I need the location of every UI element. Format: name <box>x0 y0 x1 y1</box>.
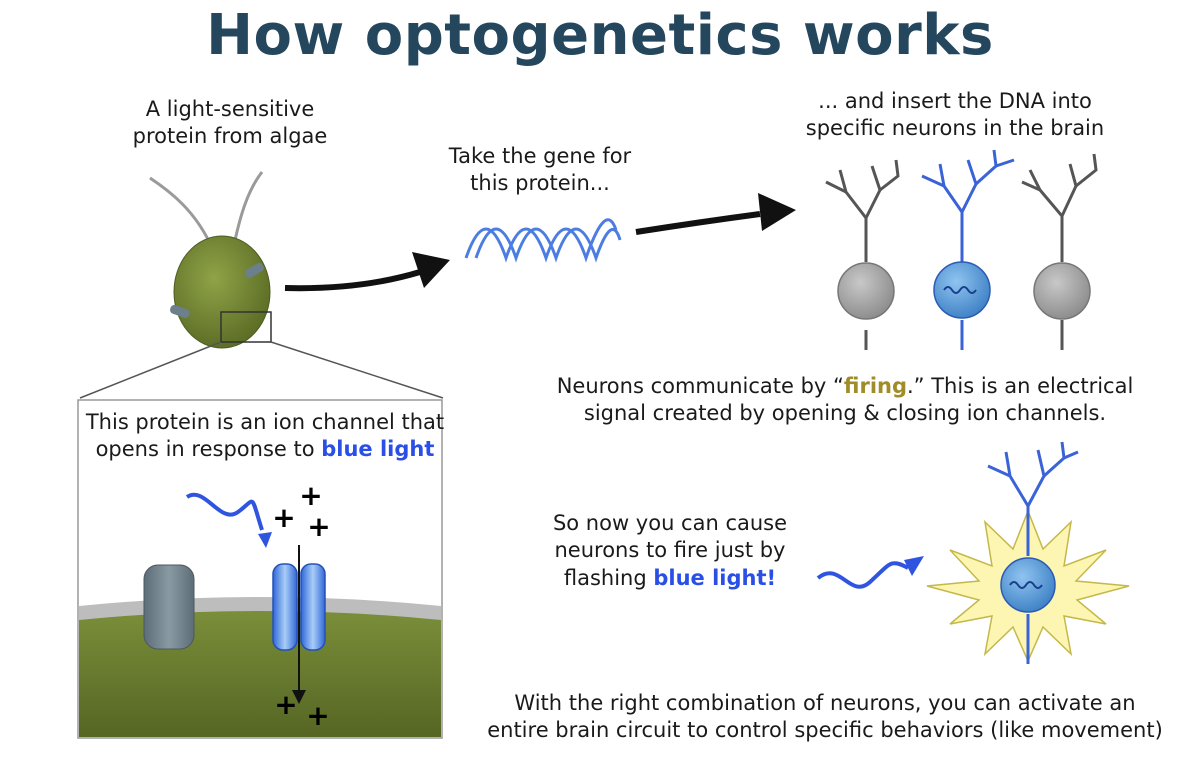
channel-caption-prefix: opens in response to <box>95 437 322 462</box>
light-wave-icon <box>185 492 264 531</box>
firing-highlight: firing <box>843 374 907 398</box>
channel-caption: This protein is an ion channel that open… <box>80 409 450 464</box>
insert-caption-line-2: specific neurons in the brain <box>805 116 1105 141</box>
light-wave-arrow-head <box>258 532 272 548</box>
neuron-icon-blue <box>921 149 1015 350</box>
neuron-icon-firing <box>987 441 1079 664</box>
zoom-box <box>220 311 272 343</box>
blue-light-highlight-inset: blue light <box>321 437 435 462</box>
channel-caption-line-1: This protein is an ion channel that <box>85 410 445 434</box>
flash-caption-line-1: So now you can cause <box>552 511 788 535</box>
zoom-line-left <box>79 341 222 399</box>
algae-caption-line-2: protein from algae <box>132 124 328 149</box>
gene-caption-line-2: this protein... <box>470 171 610 196</box>
flash-caption-prefix: flashing <box>563 565 654 590</box>
closed-channel-icon <box>143 564 195 650</box>
circuit-caption-line-1: With the right combination of neurons, y… <box>514 691 1136 715</box>
arrow-icon <box>284 252 450 292</box>
algae-caption-line-1: A light-sensitive <box>145 97 315 121</box>
algae-caption: A light-sensitive protein from algae <box>80 96 380 151</box>
algae-cell-icon <box>149 171 272 349</box>
flash-caption: So now you can cause neurons to fire jus… <box>540 510 800 592</box>
firing-caption: Neurons communicate by “firing.” This is… <box>515 373 1175 428</box>
neuron-icon-right <box>1021 153 1098 350</box>
insert-caption: ... and insert the DNA into specific neu… <box>780 88 1130 143</box>
blue-light-highlight: blue light! <box>653 565 777 590</box>
neuron-icon-left <box>825 159 900 350</box>
light-wave-icon-2 <box>816 556 924 589</box>
insert-caption-line-1: ... and insert the DNA into <box>818 89 1092 113</box>
ion-flow-arrow-head <box>292 690 306 704</box>
zoom-line-right <box>270 341 444 399</box>
circuit-caption-line-2: entire brain circuit to control specific… <box>487 718 1163 743</box>
ion-plus-3: + <box>307 510 330 543</box>
ion-channel-inset <box>77 399 443 739</box>
arrow-icon-2 <box>635 193 796 235</box>
ion-plus-2: + <box>272 501 295 534</box>
ion-plus-4: + <box>274 688 297 721</box>
dna-helix-icon <box>464 218 622 263</box>
firing-caption-suffix: .” This is an electrical <box>907 374 1134 398</box>
page-title: How optogenetics works <box>206 3 994 68</box>
circuit-caption: With the right combination of neurons, y… <box>450 690 1200 745</box>
firing-caption-prefix: Neurons communicate by “ <box>556 374 844 398</box>
ion-plus-5: + <box>306 699 329 732</box>
ion-channel-icon <box>272 563 326 651</box>
firing-caption-line-2: signal created by opening & closing ion … <box>583 401 1107 426</box>
flash-caption-line-3: flashing blue light! <box>540 565 800 592</box>
flash-caption-line-2: neurons to fire just by <box>554 538 786 563</box>
gene-caption-line-1: Take the gene for <box>448 144 632 168</box>
channel-caption-line-2: opens in response to blue light <box>80 436 450 463</box>
ion-plus-1: + <box>299 479 322 512</box>
firing-caption-line-1: Neurons communicate by “firing.” This is… <box>515 373 1175 400</box>
gene-caption: Take the gene for this protein... <box>420 143 660 198</box>
